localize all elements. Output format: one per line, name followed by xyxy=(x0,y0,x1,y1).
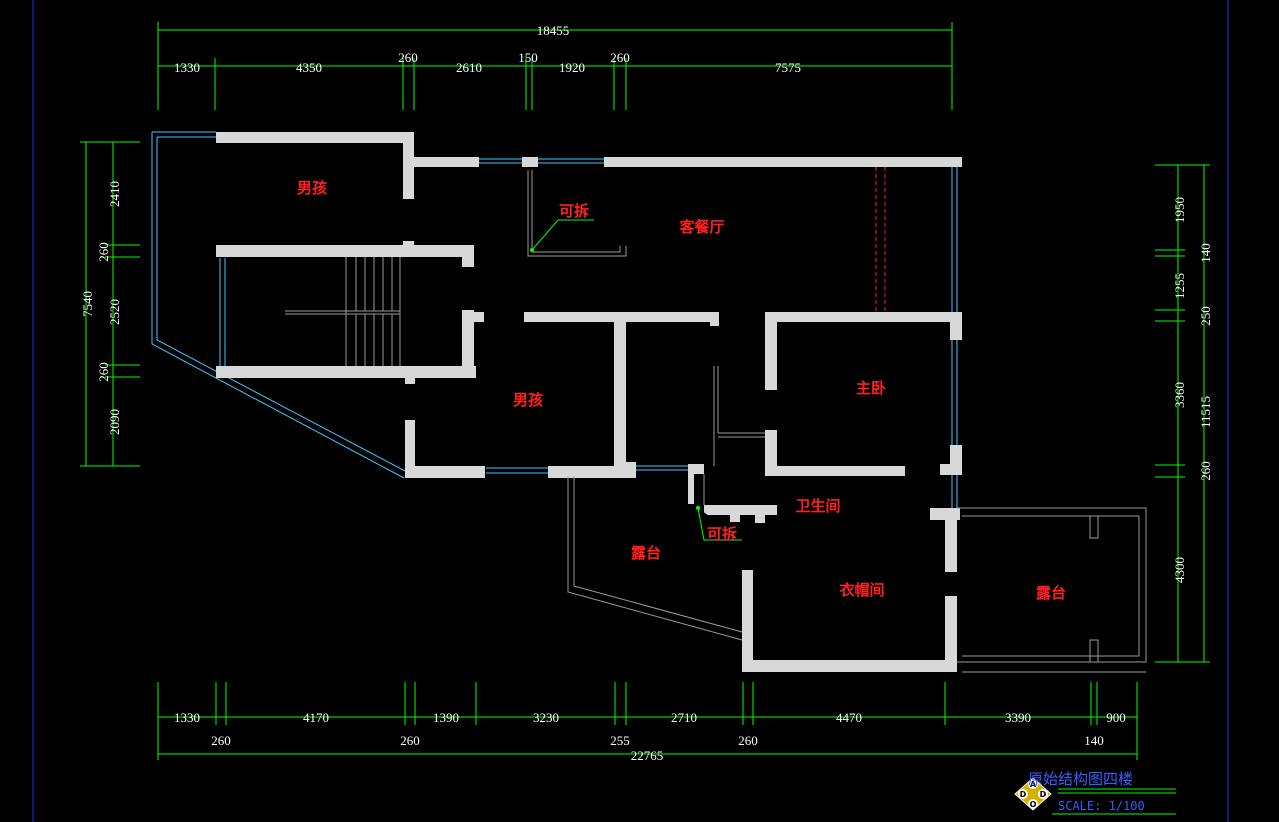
left-dimension: 260 xyxy=(96,242,111,262)
left-dimension: 2520 xyxy=(107,299,122,325)
bottom-dimension: 2710 xyxy=(671,710,697,725)
leader-dot xyxy=(530,248,534,252)
left-total-dimension: 7540 xyxy=(80,291,95,317)
top-dimension: 2610 xyxy=(456,60,482,75)
title-block: A D D O 原始结构图四楼 SCALE: 1/100 xyxy=(1014,770,1176,815)
bottom-dimension: 4170 xyxy=(303,710,329,725)
room-label-terrace-1: 露台 xyxy=(631,544,661,562)
bottom-total-dimension: 22765 xyxy=(631,748,664,763)
walls xyxy=(216,132,962,672)
right-dimension: 4300 xyxy=(1172,557,1187,583)
bottom-dimension: 1330 xyxy=(174,710,200,725)
right-dimension: 1255 xyxy=(1172,273,1187,299)
top-dimension: 1330 xyxy=(174,60,200,75)
top-dimension: 150 xyxy=(518,50,538,65)
bottom-dimension: 260 xyxy=(211,733,231,748)
room-label-removable-2: 可拆 xyxy=(707,525,737,543)
left-dimension: 260 xyxy=(96,362,111,382)
leader-dot xyxy=(696,506,700,510)
left-dimension: 2410 xyxy=(107,181,122,207)
addo-logo: A D D O xyxy=(1014,777,1052,811)
bottom-dimension: 4470 xyxy=(836,710,862,725)
bottom-dimension: 140 xyxy=(1084,733,1104,748)
right-dimension: 250 xyxy=(1198,306,1213,326)
top-dimension: 260 xyxy=(398,50,418,65)
room-label-removable-1: 可拆 xyxy=(559,202,589,220)
room-label-bathroom: 卫生间 xyxy=(795,497,840,515)
room-label-living-dining: 客餐厅 xyxy=(678,218,724,236)
svg-text:A: A xyxy=(1030,780,1037,789)
bottom-dimension-lines xyxy=(157,682,1138,760)
room-label-wardrobe: 衣帽间 xyxy=(839,581,884,599)
room-label-terrace-2: 露台 xyxy=(1036,584,1066,602)
left-dimension-lines xyxy=(80,141,140,467)
bottom-dimension: 900 xyxy=(1106,710,1126,725)
drawing-title: 原始结构图四楼 xyxy=(1028,770,1133,788)
removable-leaders xyxy=(531,219,742,541)
top-dimension-lines xyxy=(157,22,953,110)
room-label-master-bedroom: 主卧 xyxy=(856,379,886,397)
room-label-boy-1: 男孩 xyxy=(297,179,327,197)
window-lines xyxy=(151,131,958,652)
svg-text:O: O xyxy=(1030,800,1037,809)
bottom-dimension: 255 xyxy=(610,733,630,748)
right-dimension: 3360 xyxy=(1172,382,1187,408)
svg-text:D: D xyxy=(1020,790,1027,799)
bottom-dimension: 260 xyxy=(738,733,758,748)
bottom-dimension: 3230 xyxy=(533,710,559,725)
right-dimension-lines xyxy=(1155,164,1210,663)
bottom-dimension: 1390 xyxy=(433,710,459,725)
beam-dashed-lines xyxy=(875,167,886,312)
top-total-dimension: 18455 xyxy=(537,23,570,38)
top-dimension: 260 xyxy=(610,50,630,65)
top-dimension: 1920 xyxy=(559,60,585,75)
right-total-dimension: 11515 xyxy=(1198,396,1213,428)
top-dimension: 7575 xyxy=(775,60,801,75)
left-dimension: 2090 xyxy=(107,409,122,435)
svg-text:D: D xyxy=(1040,790,1047,799)
bottom-dimension: 3390 xyxy=(1005,710,1031,725)
right-dimension: 140 xyxy=(1198,243,1213,263)
interior-lines xyxy=(285,170,1147,673)
room-label-boy-2: 男孩 xyxy=(513,391,543,409)
drawing-scale: SCALE: 1/100 xyxy=(1058,799,1145,813)
right-dimension: 260 xyxy=(1198,461,1213,481)
right-dimension: 1950 xyxy=(1172,197,1187,223)
bottom-dimension: 260 xyxy=(400,733,420,748)
top-dimension: 4350 xyxy=(296,60,322,75)
